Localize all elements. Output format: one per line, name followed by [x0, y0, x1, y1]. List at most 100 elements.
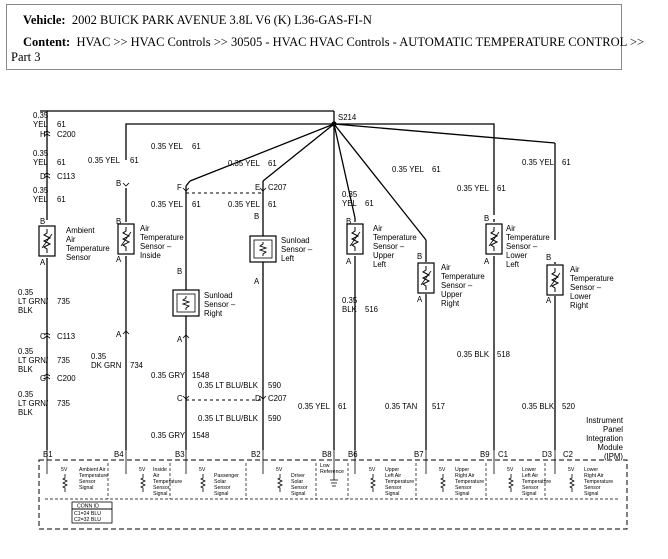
terminal-label: B8	[322, 450, 332, 459]
signal-text: Solar	[291, 479, 303, 485]
signal-text: Signal	[214, 491, 228, 497]
content-breadcrumb: HVAC >> HVAC Controls >> 30505 - HVAC HV…	[76, 35, 645, 49]
lower-right-air-temperature-sensor: Air Temperature Sensor – Lower Right	[546, 264, 614, 310]
wire-label: 61	[338, 402, 347, 411]
wire-label: 734	[130, 361, 144, 370]
ambient-label-4: Sensor	[66, 253, 91, 262]
signal-text: Left Air	[385, 473, 401, 479]
wire-label: 0.35	[33, 149, 49, 158]
ambient-label-3: Temperature	[66, 244, 110, 253]
wire-label: 0.35	[18, 347, 34, 356]
wire-label: YEL	[342, 199, 357, 208]
lower-left-air-temperature-sensor: Air Temperature Sensor – Lower Left	[485, 223, 550, 269]
terminal-label: B7	[414, 450, 424, 459]
signal-text: Ambient Air	[79, 467, 106, 473]
signal-text: Reference	[320, 469, 344, 475]
connector-label: C207	[268, 183, 287, 192]
wire-label: 61	[432, 165, 441, 174]
signal-text: Temperature	[584, 479, 613, 485]
vehicle-line: Vehicle: 2002 BUICK PARK AVENUE 3.8L V6 …	[23, 13, 372, 28]
sunload-left-label-3: Left	[281, 254, 295, 263]
splice-label: S214	[338, 113, 357, 122]
module-internal-separators	[45, 463, 620, 500]
wire-label: 0.35 TAN	[385, 402, 417, 411]
wire-label: 0.35	[342, 296, 358, 305]
signal-text: Inside	[153, 467, 167, 473]
wire-label: 518	[497, 350, 510, 359]
conn-id-2: C2=32 BLU	[74, 517, 101, 523]
upper-left-label-3: Sensor –	[373, 242, 405, 251]
pin-label: B	[116, 217, 121, 226]
sunload-sensor-left: Sunload Sensor – Left	[249, 235, 313, 263]
wire-label: 735	[57, 297, 71, 306]
wire-label: BLK	[18, 408, 34, 417]
conn-id-1: C1=24 BLU	[74, 511, 101, 517]
wire-label: 0.35 LT BLU/BLK	[198, 381, 259, 390]
wire-label: 61	[192, 200, 201, 209]
terminal-label: B4	[114, 450, 124, 459]
signal-text: Signal	[522, 491, 536, 497]
connector-label: C200	[57, 374, 76, 383]
pin-label: B	[484, 214, 489, 223]
connector-id-box: CONN ID C1=24 BLU C2=32 BLU	[71, 501, 113, 524]
terminal-label: C2	[563, 450, 573, 459]
wire-label: 0.35 YEL	[392, 165, 425, 174]
wire-label: 0.35 GRY	[151, 431, 186, 440]
wire-label: 61	[268, 200, 277, 209]
v5-label: 5V	[568, 467, 575, 473]
upper-left-label-4: Upper	[373, 251, 395, 260]
wire-label: 735	[57, 356, 71, 365]
wire-label: LT GRN/	[18, 356, 49, 365]
signal-text: Temperature	[153, 479, 182, 485]
wire-label: LT GRN/	[18, 297, 49, 306]
wire-network	[40, 110, 556, 450]
lower-right-label-1: Air	[570, 265, 580, 274]
inside-air-temperature-sensor: Air Temperature Sensor – Inside	[117, 223, 184, 260]
pin-label: A	[177, 335, 183, 344]
signal-text: Temperature	[455, 479, 484, 485]
signal-text: Signal	[291, 491, 305, 497]
inside-label-3: Sensor –	[140, 242, 172, 251]
wire-label: BLK	[342, 305, 358, 314]
signal-text: Lower	[584, 467, 598, 473]
signal-text: Sensor	[291, 485, 308, 491]
wire-label: 0.35	[18, 390, 34, 399]
wire-label: 520	[562, 402, 576, 411]
wire-label: 0.35	[342, 190, 358, 199]
pin-label: B	[346, 217, 351, 226]
pin-label: A	[116, 255, 122, 264]
lower-right-label-2: Temperature	[570, 274, 614, 283]
wire-label: 61	[57, 195, 66, 204]
wire-label: 61	[130, 156, 139, 165]
terminal-label: B2	[251, 450, 261, 459]
terminal-label: D3	[542, 450, 552, 459]
pin-label: B	[417, 252, 422, 261]
wire-label: 61	[57, 120, 66, 129]
wire-label: 0.35 YEL	[457, 184, 490, 193]
signal-text: Sensor	[79, 479, 96, 485]
v5-label: 5V	[276, 467, 283, 473]
module-5v-labels: 5V 5V 5V 5V 5V 5V 5V 5V	[61, 467, 575, 473]
upper-right-label-1: Air	[441, 263, 451, 272]
signal-text: Air	[153, 473, 160, 479]
v5-label: 5V	[507, 467, 514, 473]
upper-left-air-temperature-sensor: Air Temperature Sensor – Upper Left	[346, 223, 417, 269]
splice-s214-dot	[331, 121, 337, 127]
lower-right-label-3: Sensor –	[570, 283, 602, 292]
wire-label: 735	[57, 399, 71, 408]
pin-label: B	[177, 267, 182, 276]
sunload-left-label-1: Sunload	[281, 236, 310, 245]
connector-label: C113	[57, 332, 75, 341]
signal-text: Sensor	[153, 485, 170, 491]
connector-markers	[43, 130, 267, 400]
wire-label: BLK	[18, 306, 34, 315]
ipm-label-2: Panel	[603, 425, 623, 434]
wire-label: 61	[268, 159, 277, 168]
module-signal-descriptions: Ambient Air Temperature Sensor Signal In…	[79, 463, 613, 497]
wire-label: 1548	[192, 431, 209, 440]
pin-label: F	[177, 183, 182, 192]
wire-label: YEL	[33, 120, 48, 129]
upper-right-label-2: Temperature	[441, 272, 485, 281]
pin-label: C	[177, 394, 183, 403]
